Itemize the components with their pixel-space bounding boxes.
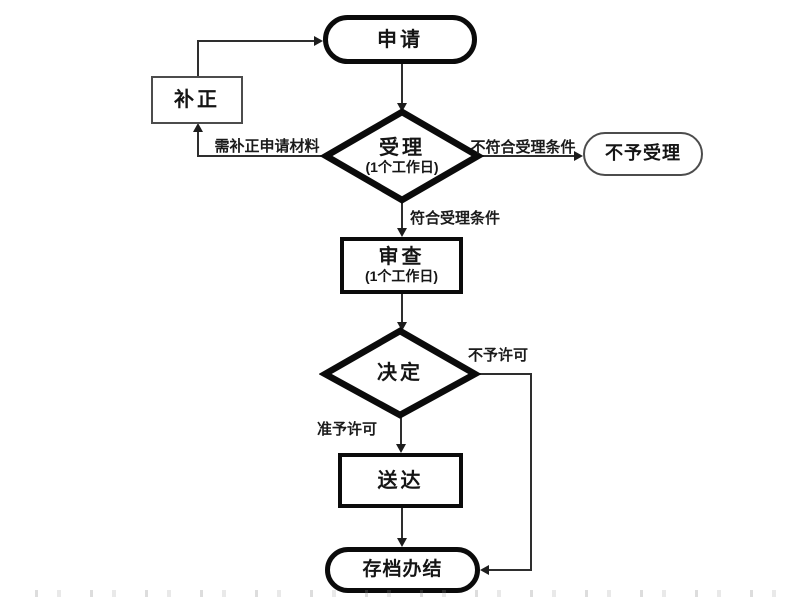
node-not-accepted-label: 不予受理	[605, 143, 681, 164]
edge-decide-not-permitted-horizontal-top	[473, 373, 532, 375]
node-apply: 申请	[323, 15, 477, 64]
node-deliver-label: 送达	[377, 469, 424, 492]
edge-label-meet-conditions: 符合受理条件	[409, 210, 500, 227]
edge-accept-to-correction-horizontal	[198, 155, 327, 157]
arrowhead-into-archive-top	[397, 538, 407, 547]
node-review-duration: (1个工作日)	[364, 268, 439, 285]
arrowhead-into-not-accepted	[574, 151, 583, 161]
node-accept-duration: (1个工作日)	[365, 158, 439, 175]
node-deliver: 送达	[338, 453, 463, 508]
arrowhead-into-accept	[397, 103, 407, 112]
edge-correction-to-apply-vertical	[197, 41, 199, 76]
node-archive: 存档办结	[325, 547, 480, 593]
edge-label-need-correction: 需补正申请材料	[214, 138, 320, 155]
arrowhead-into-deliver	[396, 444, 406, 453]
node-apply-label: 申请	[377, 28, 423, 51]
node-review: 审查 (1个工作日)	[340, 237, 463, 294]
edge-decide-not-permitted-horizontal-bottom	[488, 569, 532, 571]
edge-label-not-meet-conditions: 不符合受理条件	[470, 139, 576, 156]
arrowhead-into-apply	[314, 36, 323, 46]
node-correction: 补正	[151, 76, 243, 124]
node-review-label: 审查	[378, 246, 425, 269]
arrowhead-into-correction	[193, 123, 203, 132]
node-accept: 受理 (1个工作日)	[330, 116, 474, 196]
edge-accept-to-correction-vertical	[197, 130, 199, 157]
node-decide-diamond-shape	[319, 327, 481, 419]
edge-deliver-to-archive	[401, 508, 403, 541]
node-archive-label: 存档办结	[362, 558, 443, 580]
edge-accept-to-not-accepted	[477, 155, 577, 157]
edge-label-permitted: 准予许可	[316, 421, 377, 438]
node-accept-label: 受理	[379, 136, 425, 159]
edge-review-to-decide	[401, 294, 403, 324]
edge-decide-not-permitted-vertical	[530, 373, 532, 571]
edge-apply-to-accept	[401, 64, 403, 106]
node-decide: 决定	[329, 335, 471, 411]
edge-correction-to-apply-horizontal	[197, 40, 317, 42]
cropped-bottom-text-artifact	[35, 590, 791, 597]
node-correction-label: 补正	[174, 89, 220, 111]
arrowhead-into-archive-right	[480, 565, 489, 575]
edge-accept-to-review	[401, 200, 403, 231]
arrowhead-into-decide	[397, 322, 407, 331]
node-not-accepted: 不予受理	[583, 132, 703, 176]
edge-label-not-permitted: 不予许可	[467, 347, 528, 364]
edge-decide-to-deliver	[400, 415, 402, 447]
arrowhead-into-review	[397, 228, 407, 237]
node-accept-diamond-shape	[320, 108, 484, 204]
node-decide-label: 决定	[377, 361, 423, 384]
